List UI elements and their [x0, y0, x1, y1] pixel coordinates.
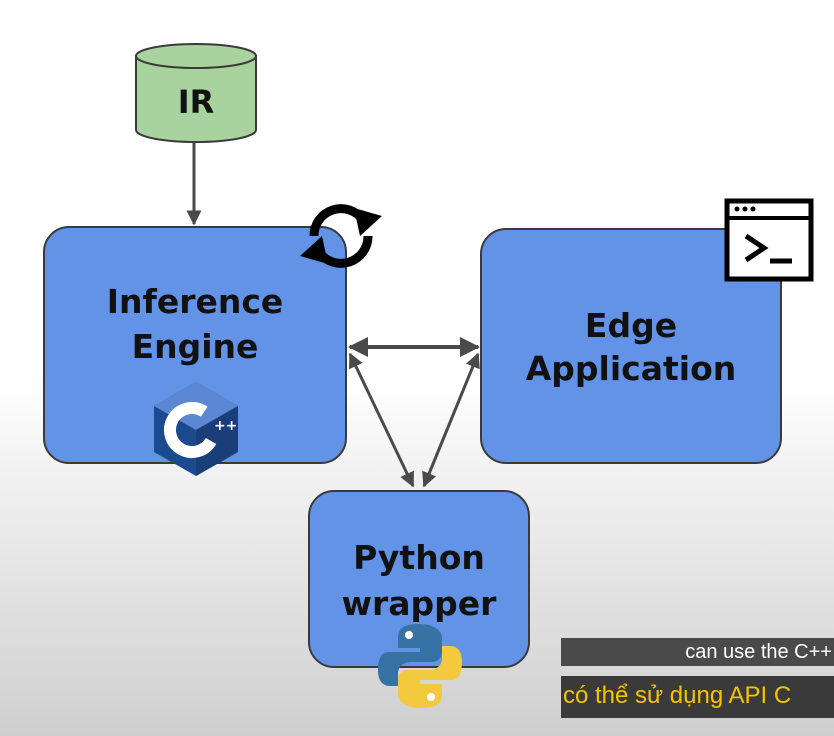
subtitle-vietnamese-bar: có thể sử dụng API C [561, 676, 834, 718]
subtitle-english-bar: can use the C++ [561, 638, 834, 666]
edge-application-label-line2: Application [525, 349, 737, 388]
sync-icon [300, 204, 382, 268]
cpp-logo-icon: ++ [154, 382, 238, 476]
subtitle-vietnamese: có thể sử dụng API C [563, 682, 792, 709]
ir-label: IR [177, 83, 215, 121]
cylinder-icon [135, 43, 257, 143]
inference-engine-label-line2: Engine [131, 327, 259, 366]
inference-engine-label-line1: Inference [106, 282, 284, 321]
edge-application-box: Edge Application [480, 228, 782, 464]
subtitle-english: can use the C++ [685, 641, 832, 663]
python-logo-icon [378, 624, 462, 708]
ir-node: IR [134, 42, 258, 146]
arrow-engine-python [348, 352, 415, 488]
edge-application-label-line1: Edge [584, 306, 678, 345]
python-wrapper-label-line1: Python [353, 538, 485, 577]
python-wrapper-label-line2: wrapper [341, 584, 497, 623]
terminal-icon [724, 198, 814, 282]
arrow-edge-python [422, 352, 480, 488]
svg-text:++: ++ [214, 418, 237, 434]
